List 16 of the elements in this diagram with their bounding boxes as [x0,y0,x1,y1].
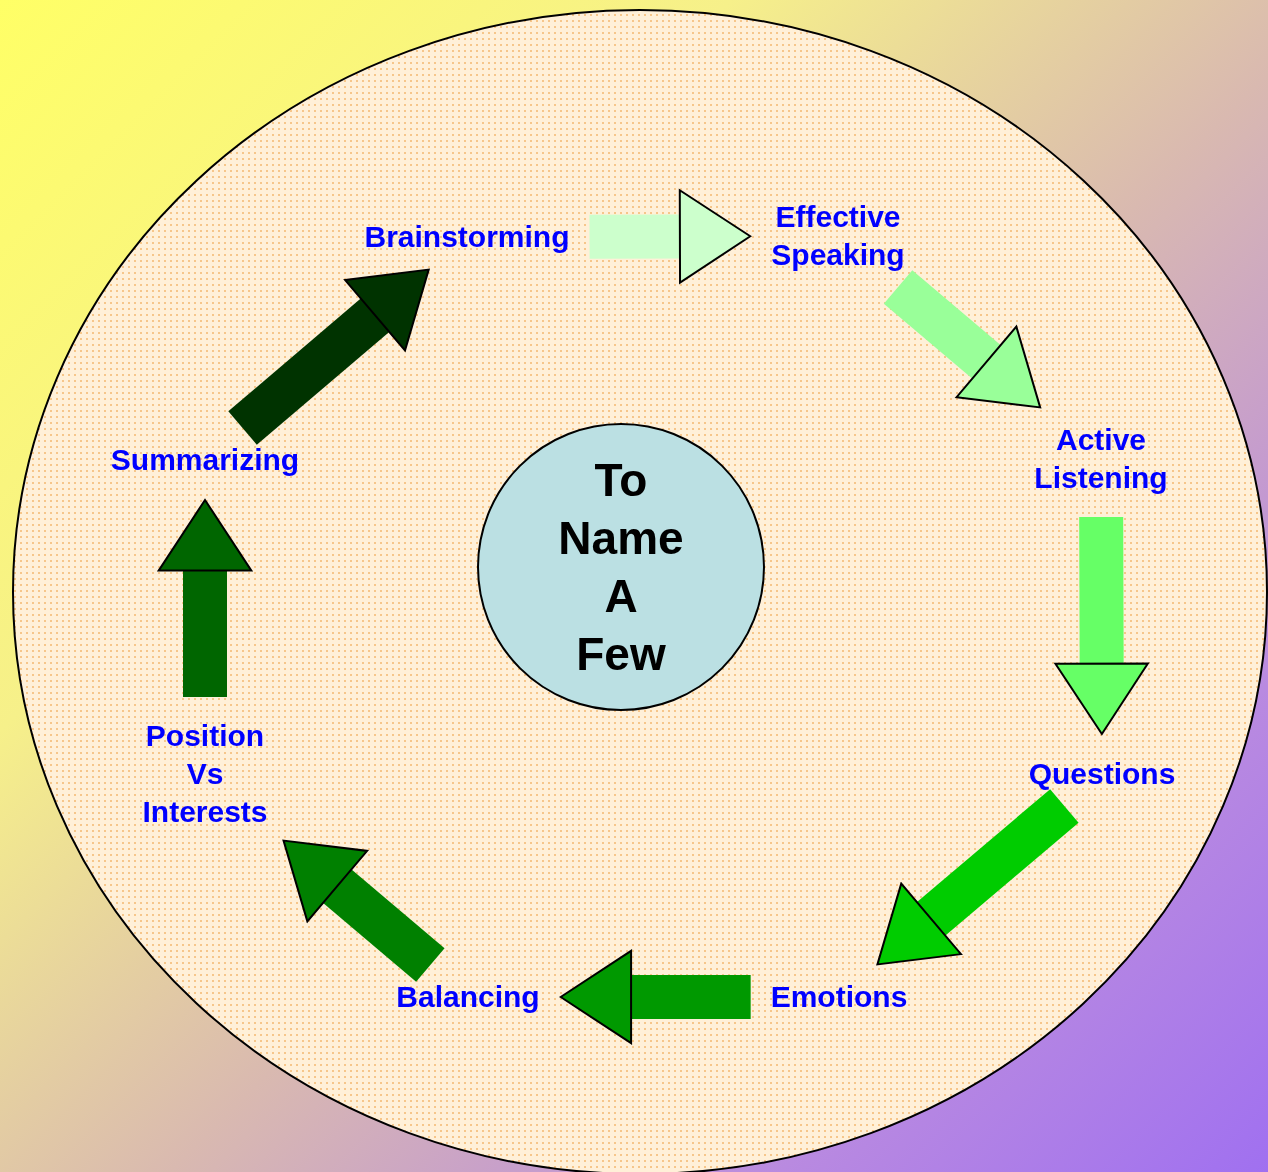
topic-label: Emotions [770,978,908,1016]
block-arrow [559,949,751,1045]
block-arrow [883,270,1042,409]
block-arrow [589,189,752,284]
topic-label: Position Vs Interests [142,717,268,831]
block-arrow [1054,516,1149,735]
topic-label: Active Listening [1034,421,1168,497]
topic-label: Balancing [396,978,540,1016]
block-arrow [282,839,445,982]
center-label: To Name A Few [558,453,684,682]
topic-label: Questions [1028,755,1176,793]
block-arrow [876,789,1079,966]
topic-label: Brainstorming [364,218,570,256]
topic-label: Summarizing [110,441,300,479]
block-arrow [157,499,253,697]
topic-label: Effective Speaking [771,198,905,274]
